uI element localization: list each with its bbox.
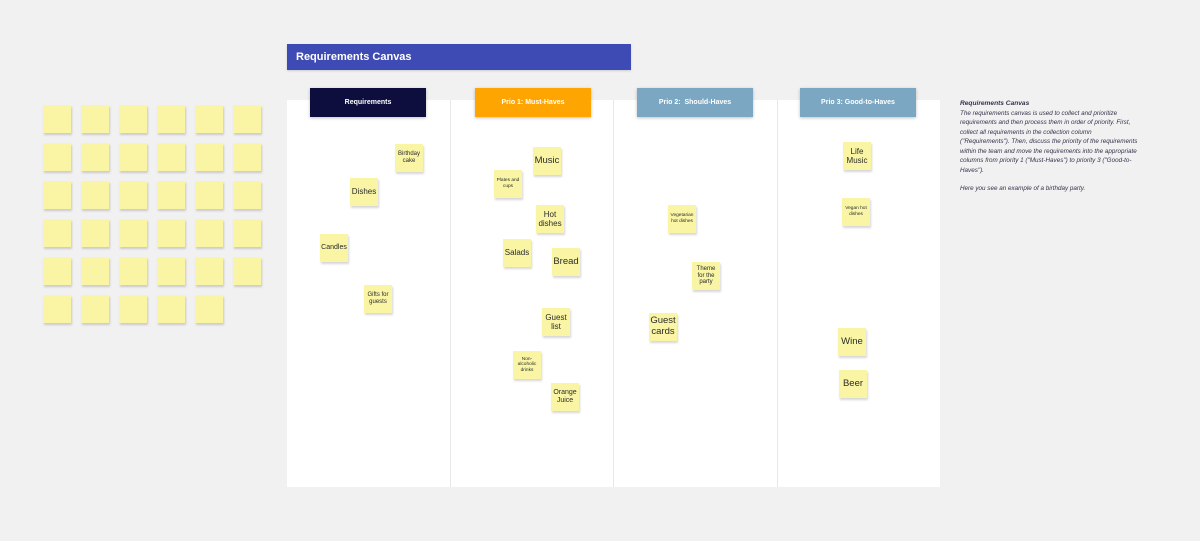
blank-sticky-note[interactable]: [157, 219, 185, 247]
board-title-bar[interactable]: Requirements Canvas: [287, 44, 631, 70]
blank-sticky-note[interactable]: [119, 257, 147, 285]
blank-sticky-note[interactable]: [119, 295, 147, 323]
sticky-note[interactable]: Vegan hot dishes: [842, 198, 870, 226]
column-header-prio2-should-haves[interactable]: Prio 2: Should-Haves: [637, 88, 753, 117]
sticky-note[interactable]: Bread: [552, 248, 580, 276]
sticky-note[interactable]: Plates and cups: [494, 170, 522, 198]
column-divider: [777, 100, 778, 487]
sticky-note[interactable]: Vegetarian hot dishes: [668, 205, 696, 233]
blank-sticky-note[interactable]: [157, 143, 185, 171]
column-divider: [450, 100, 451, 487]
blank-sticky-note[interactable]: [233, 181, 261, 209]
blank-sticky-note[interactable]: [233, 105, 261, 133]
blank-sticky-note[interactable]: [81, 219, 109, 247]
description-footer: Here you see an example of a birthday pa…: [960, 184, 1086, 192]
sticky-note[interactable]: Music: [533, 147, 561, 175]
description-title: Requirements Canvas: [960, 100, 1030, 107]
blank-sticky-note[interactable]: [119, 219, 147, 247]
sticky-note[interactable]: Wine: [838, 328, 866, 356]
sticky-note[interactable]: Hot dishes: [536, 205, 564, 233]
sticky-note[interactable]: Birthday cake: [395, 144, 423, 172]
blank-sticky-note[interactable]: [119, 143, 147, 171]
blank-sticky-note[interactable]: [43, 257, 71, 285]
sticky-note[interactable]: Life Music: [843, 142, 871, 170]
blank-sticky-note[interactable]: [157, 257, 185, 285]
blank-sticky-note[interactable]: [43, 143, 71, 171]
blank-sticky-note[interactable]: [43, 295, 71, 323]
blank-sticky-note[interactable]: [195, 295, 223, 323]
blank-sticky-note[interactable]: [157, 181, 185, 209]
sticky-note[interactable]: Dishes: [350, 178, 378, 206]
column-divider: [613, 100, 614, 487]
blank-sticky-note[interactable]: [81, 181, 109, 209]
blank-sticky-note[interactable]: [233, 257, 261, 285]
sticky-note[interactable]: Candles: [320, 234, 348, 262]
blank-sticky-note[interactable]: [195, 143, 223, 171]
blank-sticky-note[interactable]: [157, 105, 185, 133]
sticky-note[interactable]: Non-alcoholic drinks: [513, 351, 541, 379]
board-description-text[interactable]: Requirements Canvas The requirements can…: [960, 99, 1138, 193]
blank-sticky-note[interactable]: [195, 105, 223, 133]
blank-sticky-note[interactable]: [81, 295, 109, 323]
sticky-note[interactable]: Beer: [839, 370, 867, 398]
column-header-requirements[interactable]: Requirements: [310, 88, 426, 117]
column-header-prio1-must-haves[interactable]: Prio 1: Must-Haves: [475, 88, 591, 117]
sticky-note[interactable]: Gifts for guests: [364, 285, 392, 313]
blank-sticky-note[interactable]: [195, 257, 223, 285]
blank-sticky-note[interactable]: [157, 295, 185, 323]
blank-sticky-note[interactable]: [43, 181, 71, 209]
sticky-note[interactable]: Guest list: [542, 308, 570, 336]
column-header-prio3-good-to-haves[interactable]: Prio 3: Good-to-Haves: [800, 88, 916, 117]
sticky-note[interactable]: Guest cards: [649, 313, 677, 341]
sticky-note[interactable]: Theme for the party: [692, 262, 720, 290]
blank-sticky-note[interactable]: [119, 105, 147, 133]
blank-sticky-note[interactable]: [43, 105, 71, 133]
blank-sticky-note[interactable]: [195, 219, 223, 247]
blank-sticky-note[interactable]: [119, 181, 147, 209]
blank-sticky-note[interactable]: [81, 143, 109, 171]
blank-sticky-note[interactable]: [81, 105, 109, 133]
sticky-note[interactable]: Salads: [503, 239, 531, 267]
blank-sticky-note[interactable]: [233, 219, 261, 247]
description-body: The requirements canvas is used to colle…: [960, 109, 1138, 174]
blank-sticky-note[interactable]: [195, 181, 223, 209]
sticky-note[interactable]: Orange Juice: [551, 383, 579, 411]
blank-sticky-note[interactable]: [81, 257, 109, 285]
blank-sticky-note[interactable]: [233, 143, 261, 171]
blank-sticky-note[interactable]: [43, 219, 71, 247]
